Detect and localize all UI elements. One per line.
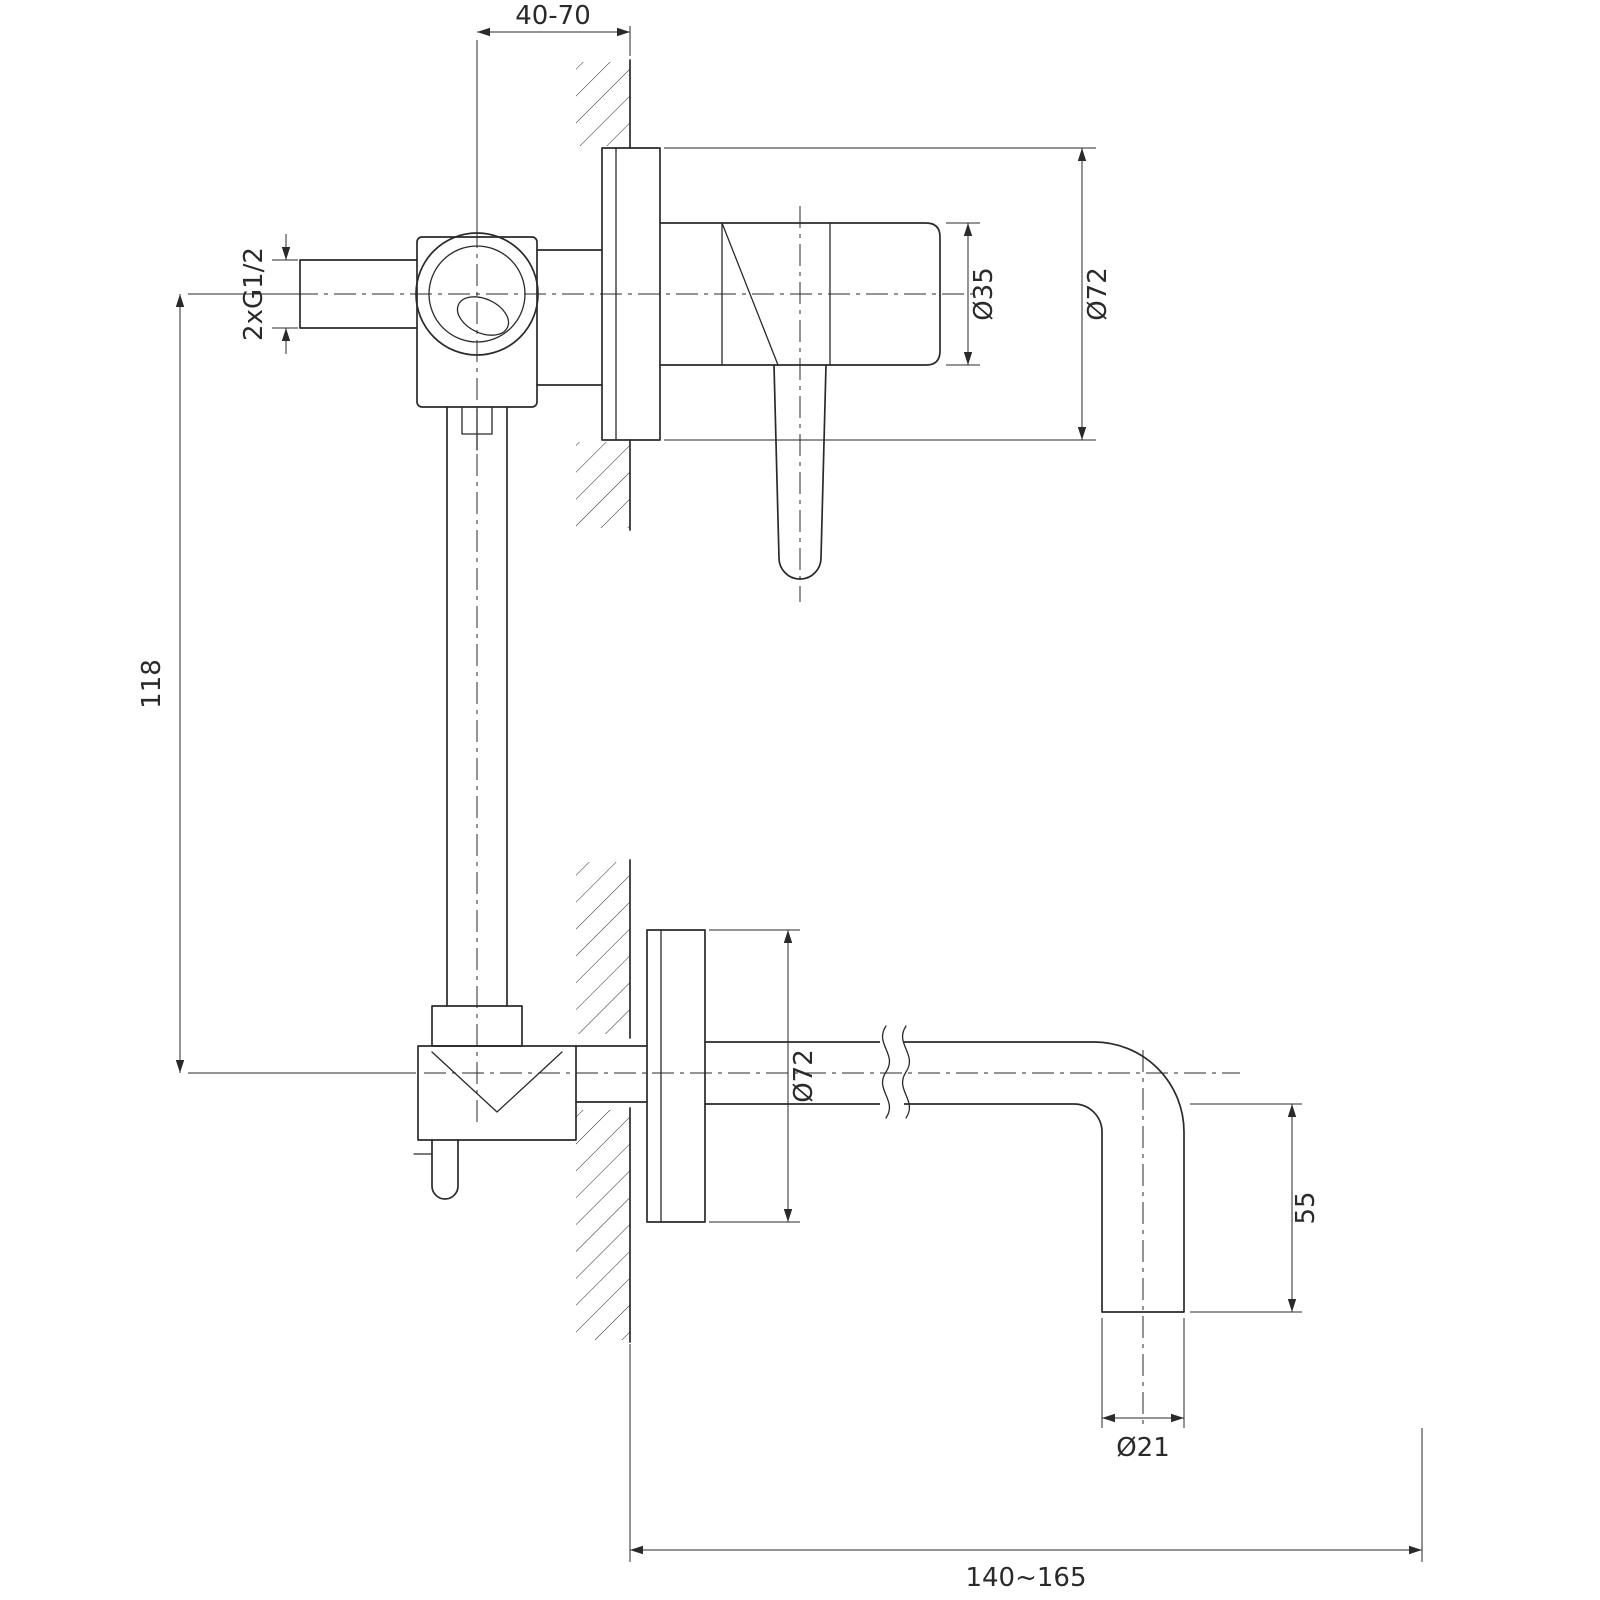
dim-escutcheon-bottom: Ø72 <box>709 929 819 1223</box>
mixer-front-assembly <box>601 147 941 580</box>
dim-reach-extensions <box>629 1344 1423 1562</box>
dim-72top-extensions <box>664 147 1096 441</box>
elbow-drop-leg <box>431 1139 459 1200</box>
valve-wall-connector <box>536 249 603 386</box>
dim-wall-depth: 40-70 <box>476 1 631 233</box>
mixer-body-seams <box>721 222 831 366</box>
riser-pipe <box>446 406 508 1007</box>
pipe-break-line-right <box>901 1025 911 1119</box>
centerlines <box>296 206 1240 1430</box>
dim-55-extensions <box>1190 1103 1302 1313</box>
dim-escutcheon-top: Ø72 <box>664 147 1113 441</box>
dim-label-spout-reach: 140~165 <box>965 1563 1086 1593</box>
dim-35-extensions <box>946 222 980 366</box>
dimensions: 40-70 2xG1/2 118 Ø35 Ø72 <box>137 1 1423 1593</box>
mixer-body <box>659 222 941 366</box>
dim-label-escutcheon-bottom: Ø72 <box>789 1049 819 1103</box>
pipe-break-line-left <box>881 1025 891 1119</box>
valve-lever-socket <box>456 296 510 336</box>
dim-label-body-diameter: Ø35 <box>969 267 999 321</box>
dim-label-spout-diameter: Ø21 <box>1116 1433 1170 1463</box>
wall-section <box>576 59 631 1343</box>
dim-body-diameter: Ø35 <box>946 222 999 366</box>
dim-label-spout-height: 55 <box>1291 1191 1321 1224</box>
dim-spout-reach: 140~165 <box>629 1344 1423 1593</box>
wall-hatch-bottom-lower <box>576 1110 630 1340</box>
dim-label-escutcheon-top: Ø72 <box>1083 267 1113 321</box>
wall-hatch-top-lower <box>576 442 630 528</box>
pipe-break-gap <box>880 1034 904 1110</box>
dim-72bottom-extensions <box>709 929 800 1223</box>
spout-assembly <box>646 929 1185 1313</box>
dim-center-distance: 118 <box>137 293 416 1074</box>
elbow-body <box>417 1045 577 1141</box>
dim-21-extensions <box>1101 1318 1185 1428</box>
dim-118-extensions <box>188 293 416 1074</box>
dim-spout-height: 55 <box>1190 1103 1321 1313</box>
dim-wall-depth-extensions <box>476 26 631 233</box>
elbow-outlet-pipe <box>575 1045 648 1103</box>
dim-spout-diameter: Ø21 <box>1101 1318 1185 1463</box>
wall-hatch-top-upper <box>576 62 630 146</box>
concealed-valve-assembly <box>299 232 603 1007</box>
wall-hatch-bottom-upper <box>576 862 630 1034</box>
dim-label-wall-depth: 40-70 <box>515 1 591 31</box>
bottom-escutcheon-plate <box>646 929 706 1223</box>
spout-tube <box>704 1041 1185 1313</box>
dim-label-center-distance: 118 <box>137 659 167 709</box>
elbow-chamfer-lines <box>431 1051 563 1113</box>
